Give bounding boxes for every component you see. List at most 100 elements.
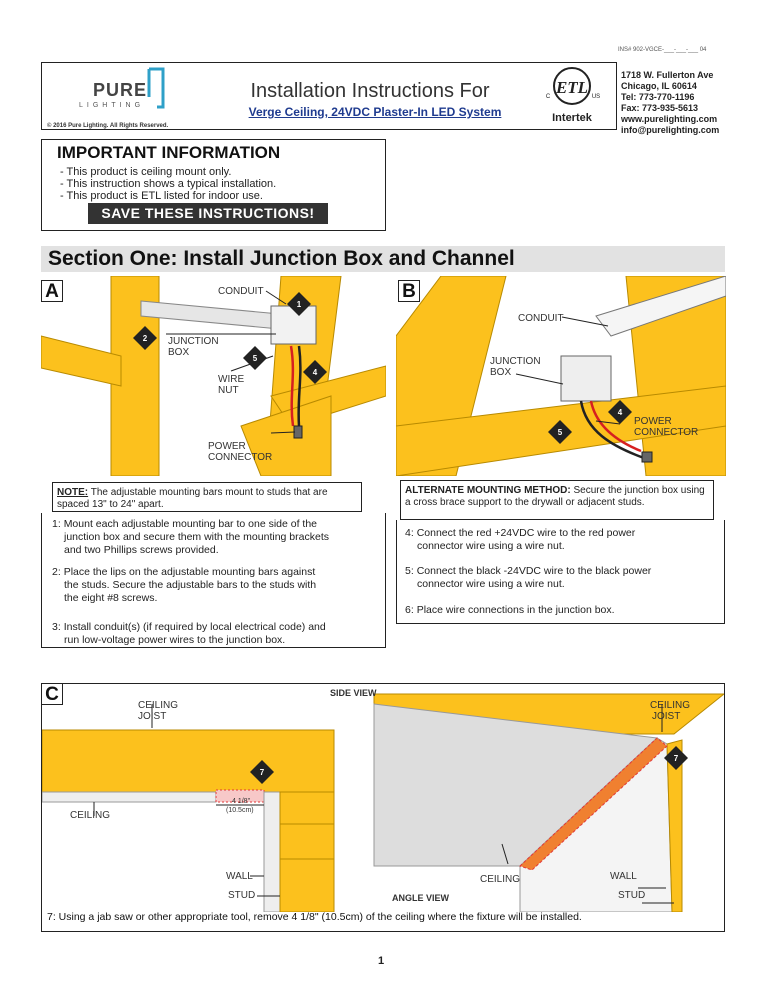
header-title: Installation Instructions For bbox=[250, 80, 490, 102]
step-text: connector wire using a wire nut. bbox=[417, 540, 565, 552]
step-text: Connect the black -24VDC wire to the bla… bbox=[416, 565, 652, 577]
step-text: Mount each adjustable mounting bar to on… bbox=[63, 518, 318, 530]
address-line: info@purelighting.com bbox=[621, 125, 720, 135]
page-number: 1 bbox=[378, 955, 385, 967]
label-power: POWER bbox=[208, 441, 246, 452]
label-nut: NUT bbox=[218, 385, 239, 396]
address-line: Fax: 773-935-5613 bbox=[621, 103, 699, 113]
callout-number: 7 bbox=[674, 754, 679, 763]
note-box-a: NOTE: The adjustable mounting bars mount… bbox=[52, 482, 362, 512]
label-box: BOX bbox=[168, 347, 190, 358]
step-6: 6: Place wire connections in the junctio… bbox=[405, 604, 720, 617]
label-stud-side: STUD bbox=[228, 890, 256, 901]
label-wall-side: WALL bbox=[226, 871, 253, 882]
address-line: www.purelighting.com bbox=[621, 114, 718, 124]
callout-number: 4 bbox=[313, 368, 318, 377]
brand-logo-bracket-icon bbox=[147, 67, 165, 109]
label-junction: JUNCTION bbox=[168, 336, 219, 347]
step-text: Connect the red +24VDC wire to the red p… bbox=[416, 527, 636, 539]
steps-right-box bbox=[396, 520, 725, 624]
save-instructions-banner: SAVE THESE INSTRUCTIONS! bbox=[88, 203, 328, 224]
step-3: 3: Install conduit(s) (if required by lo… bbox=[52, 621, 382, 647]
label-stud-angle: STUD bbox=[618, 890, 646, 901]
note-text: Secure the junction box using a cross br… bbox=[405, 485, 705, 508]
step-text: connector wire using a wire nut. bbox=[417, 578, 565, 590]
label-ceiling-side: CEILING bbox=[70, 810, 111, 821]
label-ceiling: CEILING bbox=[138, 700, 179, 711]
step-text: Install conduit(s) (if required by local… bbox=[63, 621, 326, 633]
step-text: Place wire connections in the junction b… bbox=[416, 604, 615, 616]
panel-b-illustration: 4 5 bbox=[396, 276, 726, 476]
side-view-label: SIDE VIEW bbox=[330, 688, 377, 698]
label-conduit: CONDUIT bbox=[218, 286, 264, 297]
step-text: junction box and secure them with the mo… bbox=[64, 531, 329, 543]
step-number: 4: bbox=[405, 527, 414, 539]
angle-view-label: ANGLE VIEW bbox=[392, 893, 450, 903]
address-line: Tel: 773-770-1196 bbox=[621, 92, 695, 102]
note-text: The adjustable mounting bars mount to st… bbox=[57, 487, 328, 510]
label-joist: JOIST bbox=[138, 711, 167, 722]
step-text: Place the lips on the adjustable mountin… bbox=[63, 566, 316, 578]
important-line: - This instruction shows a typical insta… bbox=[60, 178, 277, 190]
note-label: NOTE: bbox=[57, 487, 89, 498]
section-title: Section One: Install Junction Box and Ch… bbox=[48, 247, 515, 270]
header-box bbox=[41, 62, 617, 130]
panel-c-caption: 7: Using a jab saw or other appropriate … bbox=[47, 911, 582, 923]
etl-mark-sub: Intertek bbox=[552, 112, 593, 124]
dimension-cm: (10.5cm) bbox=[226, 807, 254, 814]
callout-number: 5 bbox=[558, 428, 563, 437]
callout-number: 2 bbox=[143, 334, 148, 343]
important-line: - This product is ceiling mount only. bbox=[60, 166, 232, 178]
step-2: 2: Place the lips on the adjustable moun… bbox=[52, 566, 382, 605]
step-number: 1: bbox=[52, 518, 61, 530]
label-conduit: CONDUIT bbox=[518, 313, 564, 324]
step-1: 1: Mount each adjustable mounting bar to… bbox=[52, 518, 382, 557]
label-box: BOX bbox=[490, 367, 512, 378]
brand-logo-text: PURE bbox=[93, 80, 148, 100]
step-text: the studs. Secure the adjustable bars to… bbox=[64, 579, 317, 591]
panel-c-box bbox=[41, 683, 725, 932]
step-5: 5: Connect the black -24VDC wire to the … bbox=[405, 565, 720, 591]
step-text: and two Phillips screws provided. bbox=[64, 544, 219, 556]
label-ceiling-angle: CEILING bbox=[480, 874, 521, 885]
step-number: 6: bbox=[405, 604, 414, 616]
label-wall-angle: WALL bbox=[610, 871, 637, 882]
etl-mark-text: ETL bbox=[555, 78, 588, 97]
panel-c-letter: C bbox=[41, 683, 63, 705]
dimension-inches: 4 1/8" bbox=[232, 798, 251, 805]
label-joist: JOIST bbox=[652, 711, 681, 722]
step-number: 2: bbox=[52, 566, 61, 578]
callout-number: 5 bbox=[253, 354, 258, 363]
panel-a-letter: A bbox=[41, 280, 63, 302]
address-line: Chicago, IL 60614 bbox=[621, 81, 697, 91]
callout-number: 4 bbox=[618, 408, 623, 417]
etl-listed-mark-icon: ETL C US Intertek bbox=[546, 67, 600, 124]
steps-left-box bbox=[41, 513, 386, 648]
label-connector: CONNECTOR bbox=[208, 452, 273, 463]
etl-mark-left: C bbox=[546, 94, 551, 100]
note-label: ALTERNATE MOUNTING METHOD: bbox=[405, 485, 571, 496]
panel-c-illustration: 7 7 bbox=[42, 693, 724, 912]
address-line: 1718 W. Fullerton Ave bbox=[621, 70, 714, 80]
brand-logo-subtext: LIGHTING bbox=[79, 102, 145, 109]
step-number: 5: bbox=[405, 565, 414, 577]
panel-b-letter: B bbox=[398, 280, 420, 302]
callout-number: 1 bbox=[297, 300, 302, 309]
label-junction: JUNCTION bbox=[490, 356, 541, 367]
note-box-b: ALTERNATE MOUNTING METHOD: Secure the ju… bbox=[400, 480, 714, 520]
copyright: © 2016 Pure Lighting. All Rights Reserve… bbox=[47, 123, 169, 129]
important-title: IMPORTANT INFORMATION bbox=[57, 143, 281, 162]
label-connector: CONNECTOR bbox=[634, 427, 699, 438]
header-subtitle: Verge Ceiling, 24VDC Plaster-In LED Syst… bbox=[248, 105, 502, 119]
step-number: 3: bbox=[52, 621, 61, 633]
label-ceiling: CEILING bbox=[650, 700, 691, 711]
company-address: 1718 W. Fullerton Ave Chicago, IL 60614 … bbox=[621, 70, 719, 136]
section-bar bbox=[41, 246, 725, 272]
label-power: POWER bbox=[634, 416, 672, 427]
important-line: - This product is ETL listed for indoor … bbox=[60, 190, 263, 202]
panel-a-illustration: 1 2 5 4 bbox=[41, 276, 386, 476]
etl-mark-right: US bbox=[592, 94, 600, 100]
label-wire: WIRE bbox=[218, 374, 245, 385]
callout-number: 7 bbox=[260, 768, 265, 777]
step-text: the eight #8 screws. bbox=[64, 592, 158, 604]
